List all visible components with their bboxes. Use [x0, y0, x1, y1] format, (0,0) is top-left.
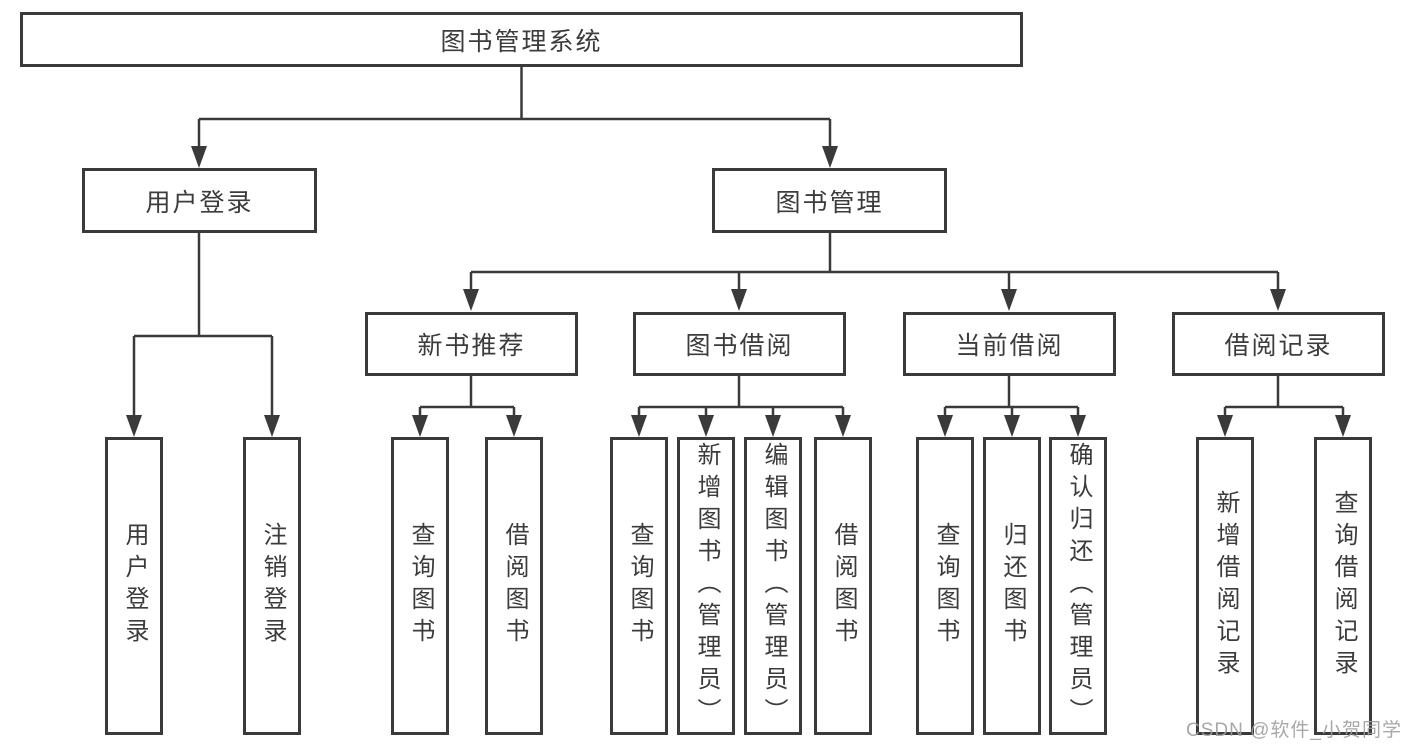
edge-group-book-borrowing [631, 376, 851, 437]
node-current-borrowing: 当前借阅 [903, 312, 1116, 376]
arrowhead-icon [191, 146, 207, 168]
node-borrowing-records-label: 借阅记录 [1224, 332, 1333, 360]
arrowhead-icon [937, 415, 953, 437]
leaf-return-books: 归还图书 [983, 437, 1041, 735]
leaf-query-books-current: 查询图书 [916, 437, 974, 735]
arrowhead-icon [1270, 289, 1286, 311]
leaf-edit-book-admin-label: 编辑图书（管理员） [760, 442, 787, 730]
leaf-add-borrow-record-label: 新增借阅记录 [1212, 490, 1239, 682]
leaf-add-book-admin: 新增图书（管理员） [677, 437, 735, 735]
node-borrowing-records: 借阅记录 [1172, 312, 1385, 376]
node-book-management-label: 图书管理 [775, 188, 884, 217]
leaf-borrow-books-borrowing: 借阅图书 [814, 437, 872, 735]
leaf-edit-book-admin: 编辑图书（管理员） [744, 437, 802, 735]
edge-group-current-borrowing [937, 376, 1086, 437]
leaf-borrow-books-borrowing-label: 借阅图书 [830, 522, 857, 650]
arrowhead-icon [765, 415, 781, 437]
leaf-user-login: 用户登录 [105, 437, 163, 735]
arrowhead-icon [822, 146, 838, 168]
edge-group-root [191, 67, 838, 168]
leaf-query-borrow-record: 查询借阅记录 [1314, 437, 1372, 735]
leaf-confirm-return-admin-label: 确认归还（管理员） [1065, 442, 1092, 730]
leaf-query-books-borrowing: 查询图书 [610, 437, 668, 735]
watermark: CSDN @软件_小贺同学 [1186, 720, 1402, 741]
leaf-query-borrow-record-label: 查询借阅记录 [1330, 490, 1357, 682]
arrowhead-icon [1004, 415, 1020, 437]
leaf-logout: 注销登录 [243, 437, 301, 735]
node-user-login-label: 用户登录 [145, 188, 254, 217]
leaf-query-books-current-label: 查询图书 [932, 522, 959, 650]
node-book-management: 图书管理 [712, 168, 947, 233]
node-book-borrowing-label: 图书借阅 [685, 332, 794, 360]
node-current-borrowing-label: 当前借阅 [955, 332, 1064, 360]
arrowhead-icon [412, 415, 428, 437]
edge-group-book-management [463, 233, 1286, 311]
edge-group-new-book-recommend [412, 376, 522, 437]
edge-group-user-login [126, 233, 280, 437]
node-book-borrowing: 图书借阅 [633, 312, 846, 376]
leaf-add-borrow-record: 新增借阅记录 [1196, 437, 1254, 735]
leaf-confirm-return-admin: 确认归还（管理员） [1049, 437, 1107, 735]
leaf-query-books-recommend: 查询图书 [391, 437, 449, 735]
arrowhead-icon [731, 289, 747, 311]
node-user-login: 用户登录 [82, 168, 317, 233]
arrowhead-icon [264, 415, 280, 437]
node-new-book-recommend-label: 新书推荐 [417, 332, 526, 360]
leaf-query-books-borrowing-label: 查询图书 [626, 522, 653, 650]
node-new-book-recommend: 新书推荐 [365, 312, 578, 376]
arrowhead-icon [463, 289, 479, 311]
node-root: 图书管理系统 [20, 12, 1023, 67]
leaf-return-books-label: 归还图书 [999, 522, 1026, 650]
arrowhead-icon [126, 415, 142, 437]
arrowhead-icon [1217, 415, 1233, 437]
arrowhead-icon [1070, 415, 1086, 437]
leaf-borrow-books-recommend: 借阅图书 [485, 437, 543, 735]
arrowhead-icon [631, 415, 647, 437]
edge-group-borrowing-records [1217, 376, 1351, 437]
leaf-add-book-admin-label: 新增图书（管理员） [693, 442, 720, 730]
leaf-borrow-books-recommend-label: 借阅图书 [501, 522, 528, 650]
arrowhead-icon [835, 415, 851, 437]
leaf-logout-label: 注销登录 [259, 522, 286, 650]
leaf-user-login-label: 用户登录 [121, 522, 148, 650]
arrowhead-icon [506, 415, 522, 437]
node-root-label: 图书管理系统 [440, 27, 603, 56]
leaf-query-books-recommend-label: 查询图书 [407, 522, 434, 650]
arrowhead-icon [1001, 289, 1017, 311]
arrowhead-icon [1335, 415, 1351, 437]
arrowhead-icon [698, 415, 714, 437]
